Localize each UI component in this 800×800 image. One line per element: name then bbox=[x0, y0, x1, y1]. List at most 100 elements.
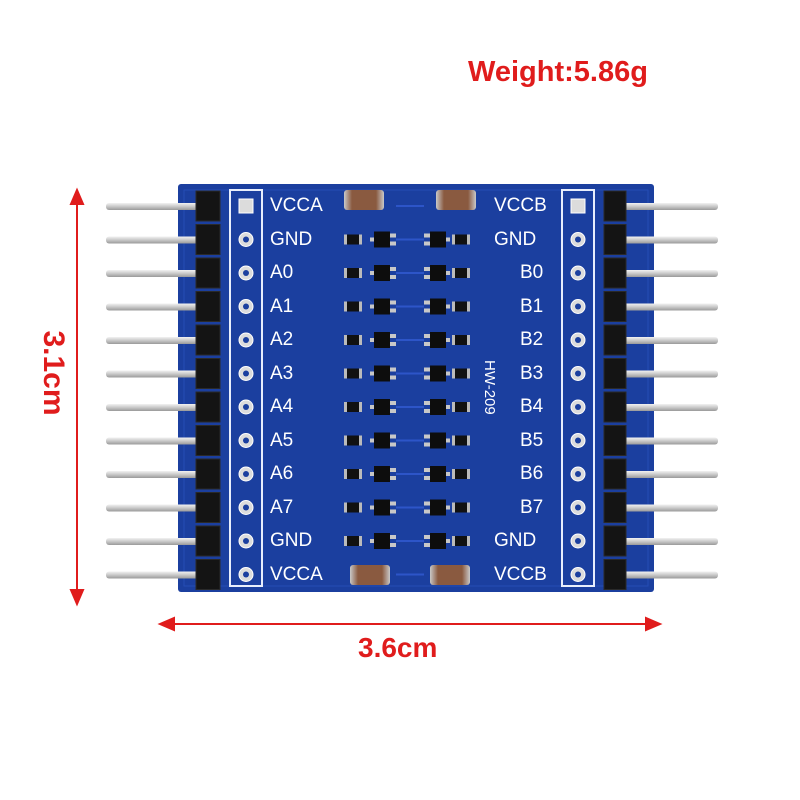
mosfet bbox=[430, 499, 446, 516]
left-pin-row bbox=[106, 203, 202, 579]
header-pin bbox=[106, 370, 202, 378]
pin-label-left: A6 bbox=[270, 463, 294, 484]
header-block bbox=[195, 291, 221, 322]
pin-label-left: VCCA bbox=[270, 195, 323, 216]
resistor bbox=[452, 402, 470, 412]
resistor bbox=[344, 402, 362, 412]
pin-label-left: A2 bbox=[270, 329, 294, 350]
pin-label-right: B4 bbox=[520, 396, 544, 417]
header-pin bbox=[618, 404, 718, 411]
height-label: 3.1cm bbox=[37, 330, 70, 416]
resistor bbox=[452, 469, 470, 479]
header-block bbox=[603, 559, 627, 590]
pin-headers bbox=[195, 190, 627, 590]
header-block bbox=[195, 190, 221, 222]
header-block bbox=[603, 358, 627, 389]
capacitor-top-right bbox=[436, 190, 476, 210]
pin-label-right: B0 bbox=[520, 262, 544, 283]
header-block bbox=[195, 458, 221, 490]
pin-label-right: VCCB bbox=[494, 195, 547, 216]
header-block bbox=[603, 492, 627, 523]
header-block bbox=[603, 525, 627, 557]
header-pin bbox=[106, 471, 202, 478]
mosfet bbox=[430, 365, 446, 382]
resistor bbox=[344, 469, 362, 479]
mosfet bbox=[374, 466, 390, 482]
pin-label-left: VCCA bbox=[270, 563, 323, 585]
mosfet bbox=[374, 298, 390, 315]
header-block bbox=[195, 391, 221, 423]
header-block bbox=[195, 358, 221, 389]
header-pin bbox=[618, 203, 718, 210]
header-pin bbox=[106, 404, 202, 411]
pin-label-left: A7 bbox=[270, 496, 294, 518]
pin-label-left: GND bbox=[270, 228, 313, 250]
resistor bbox=[452, 536, 470, 546]
header-pin bbox=[618, 370, 718, 378]
mosfet bbox=[374, 365, 390, 382]
pin-label-right: GND bbox=[494, 228, 537, 250]
pin-label-left: A5 bbox=[270, 429, 294, 451]
resistor bbox=[452, 234, 470, 245]
resistor bbox=[452, 268, 470, 278]
resistor bbox=[344, 536, 362, 546]
mosfet bbox=[430, 399, 446, 415]
mosfet bbox=[374, 231, 390, 248]
capacitor-bottom-right bbox=[430, 565, 470, 585]
weight-label: Weight:5.86g bbox=[468, 56, 648, 88]
pin-holes bbox=[238, 198, 586, 582]
resistor bbox=[452, 368, 470, 379]
resistor bbox=[344, 335, 362, 345]
mosfet bbox=[430, 265, 446, 281]
pin-label-right: B3 bbox=[520, 362, 544, 384]
mosfet bbox=[430, 466, 446, 482]
header-pin bbox=[106, 303, 202, 311]
header-block bbox=[195, 492, 221, 523]
header-pin bbox=[106, 538, 202, 545]
header-block bbox=[603, 291, 627, 322]
header-pin bbox=[618, 504, 718, 512]
header-pin bbox=[618, 437, 718, 445]
mosfet bbox=[374, 332, 390, 348]
header-pin bbox=[618, 236, 718, 244]
pin-hole-square bbox=[238, 198, 254, 214]
mosfet bbox=[374, 533, 390, 549]
resistor bbox=[452, 301, 470, 312]
mosfet bbox=[374, 265, 390, 281]
header-pin bbox=[106, 203, 202, 210]
pin-label-right: GND bbox=[494, 530, 537, 551]
header-block bbox=[603, 190, 627, 222]
header-pin bbox=[106, 337, 202, 344]
board-model-label: HW-209 bbox=[481, 360, 498, 415]
pcb-board bbox=[178, 184, 654, 592]
pin-label-left: A4 bbox=[270, 396, 294, 417]
header-block bbox=[603, 458, 627, 490]
resistor bbox=[344, 502, 362, 513]
resistor bbox=[344, 268, 362, 278]
header-block bbox=[195, 525, 221, 557]
pin-label-right: B2 bbox=[520, 329, 544, 350]
right-pin-row bbox=[618, 203, 718, 579]
pin-hole-square bbox=[570, 198, 586, 214]
mosfet bbox=[430, 432, 446, 449]
resistor bbox=[344, 435, 362, 446]
header-pin bbox=[618, 471, 718, 478]
header-block bbox=[195, 224, 221, 255]
header-pin bbox=[106, 270, 202, 277]
header-pin bbox=[618, 571, 718, 579]
header-block bbox=[603, 224, 627, 255]
mosfet bbox=[374, 499, 390, 516]
mosfet bbox=[430, 533, 446, 549]
header-block bbox=[195, 425, 221, 456]
pin-label-left: GND bbox=[270, 530, 313, 551]
header-pin bbox=[618, 303, 718, 311]
mosfet bbox=[374, 399, 390, 415]
resistor bbox=[452, 502, 470, 513]
header-block bbox=[195, 559, 221, 590]
mosfet bbox=[430, 332, 446, 348]
mosfet bbox=[374, 432, 390, 449]
header-block bbox=[603, 425, 627, 456]
resistor bbox=[452, 435, 470, 446]
pin-label-left: A0 bbox=[270, 262, 294, 283]
